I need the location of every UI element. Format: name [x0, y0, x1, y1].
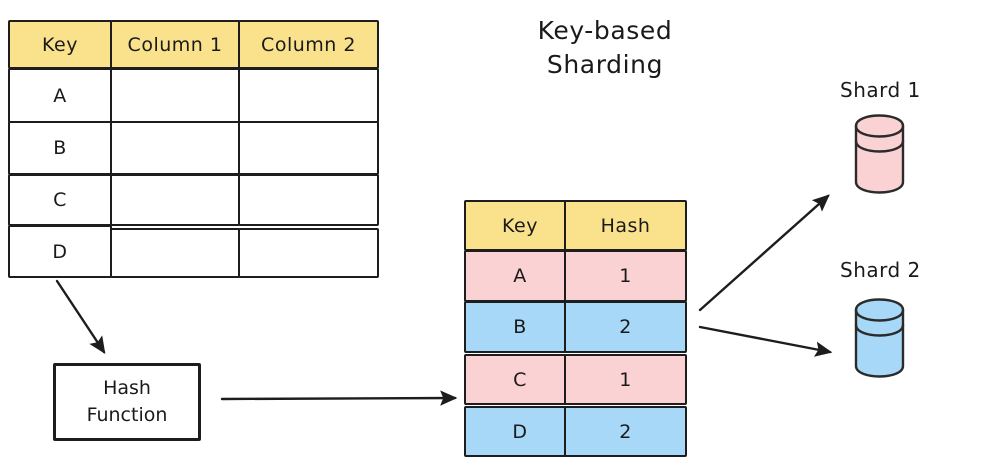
source-table-row-a-key: A: [8, 68, 112, 123]
arrow-hash-table-to-shard-1: [698, 194, 830, 312]
source-table-row-d-key: D: [8, 225, 112, 278]
source-table-row-a-column-2: [238, 68, 379, 123]
source-table-row-a-column-1: [110, 68, 240, 123]
hash-table-header-hash: Hash: [564, 200, 687, 251]
source-table-row-c-key: C: [8, 174, 112, 226]
hash-table-row-c-key: C: [464, 354, 576, 405]
source-table-header-column-1: Column 1: [110, 20, 240, 69]
arrow-source-table-to-hash-function: [55, 279, 106, 355]
hash-table-row-d-key: D: [464, 406, 576, 457]
database-cylinder-icon-shard-1: [854, 114, 905, 194]
arrow-hash-table-to-shard-2: [698, 325, 833, 357]
hash-table-row-a-key: A: [464, 250, 576, 302]
arrow-hash-function-to-hash-table: [220, 390, 458, 406]
hash-function-line1: Hash: [103, 377, 151, 399]
hash-table-row-a-hash: 1: [564, 250, 687, 302]
diagram-title: Key-based Sharding: [470, 14, 740, 82]
hash-table-row-d-hash: 2: [564, 406, 687, 457]
source-table-header-key: Key: [8, 20, 112, 69]
hash-table-row-b-key: B: [464, 301, 576, 353]
source-table-row-c-column-2: [238, 174, 379, 226]
source-table-row-d-column-2: [238, 228, 379, 278]
database-cylinder-icon-shard-2: [854, 298, 905, 378]
source-table-row-b-column-2: [238, 121, 379, 175]
hash-function-box: Hash Function: [53, 363, 201, 441]
hash-table-header-key: Key: [464, 200, 576, 251]
source-table-row-c-column-1: [110, 174, 240, 226]
hash-table-row-b-hash: 2: [564, 301, 687, 353]
hash-table-row-c-hash: 1: [564, 354, 687, 405]
shard-1-label: Shard 1: [840, 78, 921, 102]
source-table-row-b-key: B: [8, 121, 112, 175]
shard-2-label: Shard 2: [840, 258, 921, 282]
source-table-row-b-column-1: [110, 121, 240, 175]
hash-function-line2: Function: [86, 404, 168, 426]
source-table-row-d-column-1: [110, 228, 240, 278]
source-table-header-column-2: Column 2: [238, 20, 379, 69]
diagram-title-line1: Key-based: [537, 16, 673, 45]
diagram-title-line2: Sharding: [546, 50, 664, 79]
